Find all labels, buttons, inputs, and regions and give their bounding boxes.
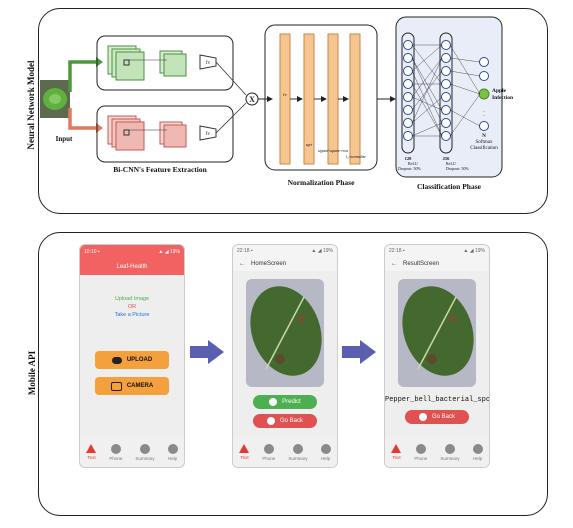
nav-help[interactable]: Help	[167, 443, 178, 461]
leaf-photo	[398, 279, 476, 387]
cnn-red-stack	[107, 115, 217, 151]
bottom-nav: Text Phone Summary Help	[385, 437, 489, 467]
predict-button[interactable]: Predict	[253, 395, 317, 409]
back-arrow-icon[interactable]: ←	[239, 261, 245, 267]
nav-phone[interactable]: Phone	[414, 443, 427, 461]
go-back-button[interactable]: Go Back	[405, 410, 469, 424]
svg-text:fv: fv	[283, 92, 287, 97]
help-icon	[472, 443, 483, 454]
phone-result-screen: 22:18 ▪▲ ◢ 19% ← ResultScreen Pepper_bel…	[384, 244, 490, 468]
back-arrow-icon[interactable]: ←	[391, 261, 397, 267]
svg-text:.: .	[483, 108, 485, 114]
leaf-photo	[246, 279, 324, 387]
normalization-columns	[279, 33, 361, 165]
nav-summary[interactable]: Summary	[440, 443, 460, 461]
svg-text:l₂-normalize: l₂-normalize	[346, 154, 366, 159]
home-icon	[391, 444, 402, 453]
result-screen-title: ResultScreen	[403, 261, 440, 267]
phone-icon	[263, 443, 274, 454]
go-back-button[interactable]: Go Back	[253, 414, 317, 428]
orange-arrow	[68, 108, 96, 130]
nav-summary[interactable]: Summary	[135, 443, 155, 461]
normalization-title: Normalization Phase	[288, 178, 356, 187]
check-icon	[269, 398, 278, 406]
cnn-green-box	[96, 35, 234, 91]
svg-text:Apple: Apple	[492, 88, 507, 94]
svg-text:.: .	[483, 112, 485, 118]
back-circle-icon	[418, 413, 427, 421]
camera-button[interactable]: CAMERA	[95, 377, 169, 395]
svg-text:fv: fv	[206, 132, 211, 137]
normalization-box	[264, 24, 378, 171]
cnn-red-box	[96, 105, 234, 163]
svg-text:N: N	[482, 134, 486, 139]
or-label: OR	[127, 304, 137, 310]
svg-text:128: 128	[405, 156, 413, 161]
phone-leaf-health: 10:10 ▪▲ ◢ 19% Leaf-Health Upload Image …	[79, 244, 185, 468]
nav-phone[interactable]: Phone	[262, 443, 275, 461]
nav-help[interactable]: Help	[472, 443, 483, 461]
dense-layer-2	[439, 32, 453, 154]
phone-home-screen: 22:18 ▪▲ ◢ 19% ← HomeScreen Predict Go B…	[232, 244, 338, 468]
green-arrow	[68, 60, 96, 92]
history-icon	[444, 443, 455, 454]
svg-text:signed square-root: signed square-root	[318, 148, 349, 153]
output-layer: . .	[478, 57, 490, 131]
input-leaf-image	[40, 80, 70, 118]
upload-button[interactable]: UPLOAD	[95, 351, 169, 369]
camera-icon	[110, 381, 122, 391]
svg-text:fv: fv	[206, 61, 211, 66]
back-circle-icon	[266, 417, 275, 425]
neural-network-diagram: Input fv fv Bi-CNN's Feature Extraction …	[40, 16, 513, 191]
svg-text:Infection: Infection	[492, 95, 513, 101]
flow-arrow-1	[190, 340, 224, 364]
history-icon	[139, 443, 150, 454]
svg-text:Softmax: Softmax	[476, 140, 493, 145]
home-app-bar: ← HomeScreen	[233, 257, 337, 271]
svg-text:sqrt: sqrt	[306, 142, 313, 147]
flow-arrow-2	[342, 340, 376, 364]
take-picture-link[interactable]: Take a Picture	[114, 312, 150, 318]
svg-text:256: 256	[443, 156, 451, 161]
svg-text:ReLU: ReLU	[446, 161, 456, 166]
bottom-nav: Text Phone Summary Help	[80, 437, 184, 467]
svg-text:Classification: Classification	[470, 146, 498, 151]
home-screen-title: HomeScreen	[251, 261, 287, 267]
input-label: Input	[56, 135, 73, 143]
history-icon	[292, 443, 303, 454]
nav-home[interactable]: Text	[391, 444, 402, 460]
cloud-upload-icon	[111, 356, 122, 364]
phone-icon	[415, 443, 426, 454]
app-title: Leaf-Health	[116, 264, 148, 270]
nav-summary[interactable]: Summary	[288, 443, 308, 461]
svg-text:X: X	[249, 95, 255, 104]
bottom-nav: Text Phone Summary Help	[233, 437, 337, 467]
nav-home[interactable]: Text	[86, 444, 97, 460]
help-icon	[320, 443, 331, 454]
dense-layer-1	[401, 32, 415, 154]
app-title-bar: Leaf-Health	[80, 259, 184, 275]
nav-home[interactable]: Text	[239, 444, 250, 460]
home-icon	[239, 444, 250, 453]
dense-connections	[411, 44, 443, 137]
svg-text:Dropout: 50%: Dropout: 50%	[398, 166, 421, 171]
result-app-bar: ← ResultScreen	[385, 257, 489, 271]
nav-phone[interactable]: Phone	[109, 443, 122, 461]
nav-help[interactable]: Help	[320, 443, 331, 461]
svg-text:Dropout: 50%: Dropout: 50%	[446, 166, 469, 171]
upload-image-link[interactable]: Upload Image	[114, 296, 150, 302]
svg-text:ReLU: ReLU	[408, 161, 418, 166]
help-icon	[167, 443, 178, 454]
home-icon	[86, 444, 97, 453]
bicnn-title: Bi-CNN's Feature Extraction	[113, 165, 207, 174]
classification-title: Classification Phase	[417, 182, 482, 191]
phone-icon	[110, 443, 121, 454]
mobile-api-side-label: Mobile API	[27, 350, 37, 396]
cnn-green-stack	[107, 45, 217, 81]
prediction-result-text: Pepper_bell_bacterial_spot	[385, 396, 490, 404]
